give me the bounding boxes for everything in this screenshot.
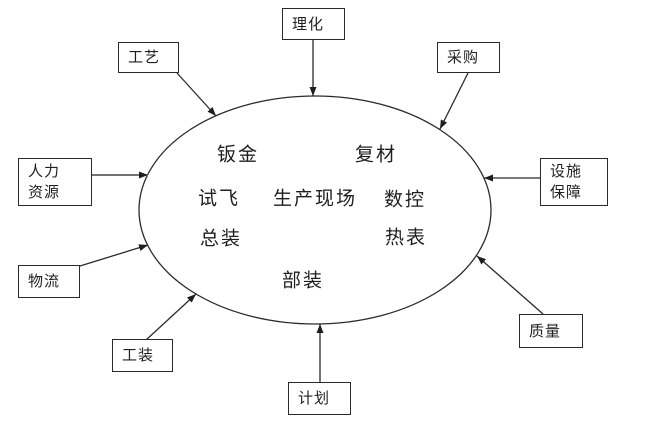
node-quality-label: 质量 [529, 321, 562, 340]
node-process: 工艺 [118, 42, 179, 73]
node-facility-support: 设施 保障 [540, 158, 608, 206]
node-facility-support-line1: 设施 [550, 162, 583, 180]
inner-label-sheet-metal: 钣金 [216, 143, 260, 166]
node-tooling: 工装 [112, 339, 173, 372]
inner-label-composites: 复材 [354, 143, 398, 166]
node-facility-support-line2: 保障 [550, 183, 583, 201]
arrow-process [176, 72, 217, 117]
arrow-tooling [145, 293, 197, 341]
arrow-logistics [79, 244, 149, 267]
node-tooling-label: 工装 [122, 346, 155, 364]
node-physicochemical: 理化 [282, 8, 345, 40]
node-human-resources: 人力 资源 [18, 158, 92, 206]
node-process-label: 工艺 [128, 48, 161, 66]
inner-label-production-site: 生产现场 [272, 187, 358, 210]
node-human-resources-line2: 资源 [28, 183, 61, 201]
node-procurement-label: 采购 [447, 48, 480, 66]
node-human-resources-line1: 人力 [28, 162, 61, 180]
inner-label-sub-assembly: 部装 [281, 269, 325, 292]
inner-label-cnc: 数控 [383, 188, 427, 211]
production-ellipse [138, 95, 492, 325]
inner-label-final-assembly: 总装 [199, 227, 243, 250]
arrow-procurement [439, 72, 469, 130]
node-planning: 计划 [288, 382, 351, 415]
arrow-quality [476, 255, 544, 315]
inner-label-flight-test: 试飞 [197, 187, 241, 210]
inner-label-heat-surface-treatment: 热表 [384, 226, 428, 249]
node-physicochemical-label: 理化 [292, 14, 325, 33]
node-procurement: 采购 [437, 42, 500, 73]
node-planning-label: 计划 [298, 389, 331, 407]
node-quality: 质量 [519, 314, 583, 348]
node-logistics-label: 物流 [28, 272, 61, 290]
node-logistics: 物流 [18, 265, 80, 298]
